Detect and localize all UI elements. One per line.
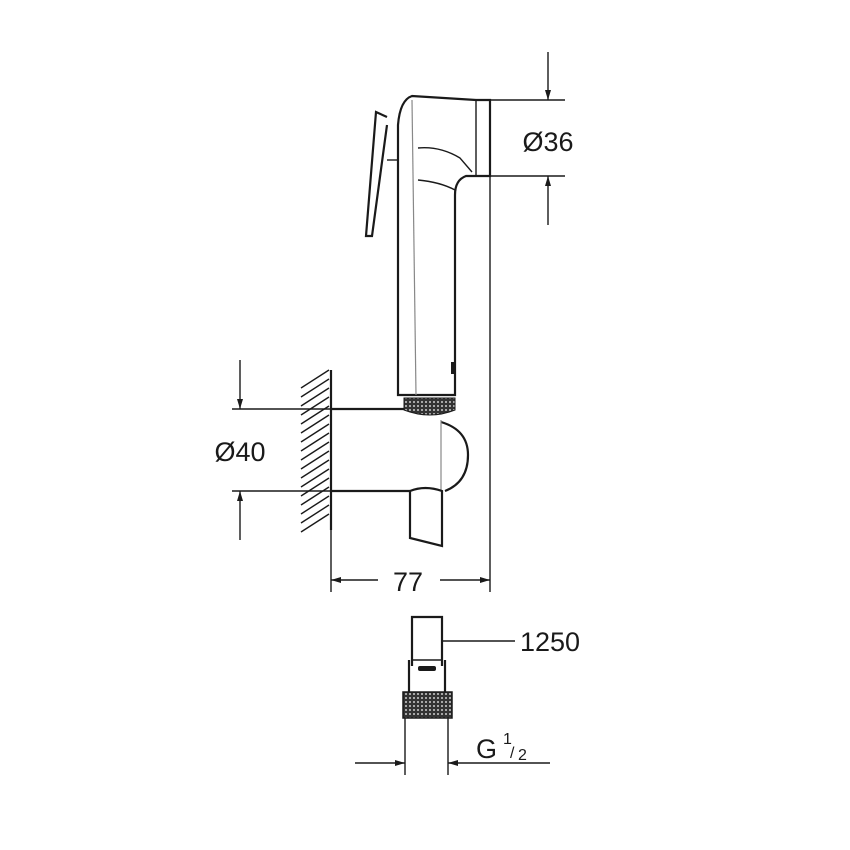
- hatch-line: [300, 504, 330, 524]
- hatch-line: [300, 369, 330, 389]
- hatch-line: [300, 486, 330, 506]
- dim-spray-head-diameter: Ø36: [490, 52, 574, 225]
- label-1250: 1250: [520, 627, 580, 657]
- wall-holder: [331, 407, 470, 548]
- dim-projection: 77: [330, 530, 490, 597]
- hatch-line: [300, 414, 330, 434]
- hatch-line: [300, 468, 330, 488]
- hatch-line: [300, 495, 330, 515]
- label-thread: G: [476, 734, 497, 764]
- thread-numerator: 1: [503, 731, 512, 748]
- hand-shower: [364, 94, 492, 416]
- knurled-nut: [402, 691, 453, 719]
- hose-connector: 1250 G 1 / 2: [355, 615, 580, 775]
- thread-slash: /: [510, 745, 515, 762]
- dim-holder-diameter: Ø40: [214, 360, 331, 540]
- hatch-line: [300, 396, 330, 416]
- hatch-line: [300, 513, 330, 533]
- thread-denominator: 2: [518, 747, 527, 764]
- hatch-line: [300, 378, 330, 398]
- hatch-line: [300, 477, 330, 497]
- knurled-ring: [403, 397, 456, 416]
- hatch-line: [300, 423, 330, 443]
- hatch-line: [300, 459, 330, 479]
- lever: [364, 110, 389, 238]
- wall-hatch: [300, 369, 333, 533]
- label-77: 77: [393, 567, 423, 597]
- hatch-line: [300, 441, 330, 461]
- hatch-line: [300, 432, 330, 452]
- hatch-line: [300, 450, 330, 470]
- label-diameter-40: Ø40: [214, 437, 265, 467]
- hatch-line: [300, 387, 330, 407]
- label-diameter-36: Ø36: [522, 127, 573, 157]
